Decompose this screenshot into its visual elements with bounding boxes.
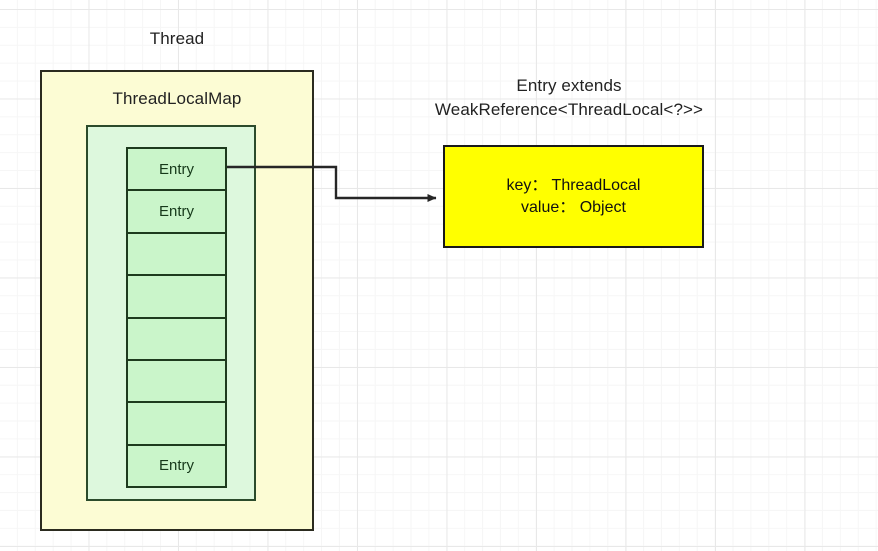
entry-key-line: key： ThreadLocal — [506, 176, 641, 194]
threadlocalmap-label: ThreadLocalMap — [112, 89, 242, 108]
entry-caption-line-2: WeakReference<ThreadLocal<?>> — [434, 100, 704, 119]
entry-slot-column: Entry Entry Entry — [126, 147, 227, 488]
entry-slot — [126, 316, 227, 361]
entry-detail-box: key： ThreadLocal value： Object — [443, 145, 704, 248]
entry-slot — [126, 358, 227, 404]
entry-slot — [126, 401, 227, 446]
entry-slot — [126, 274, 227, 319]
entry-slot — [126, 231, 227, 277]
entry-value-line: value： Object — [521, 198, 626, 216]
thread-label: Thread — [149, 29, 205, 48]
entry-caption-line-1: Entry extends — [516, 76, 622, 95]
entry-slot: Entry — [126, 443, 227, 488]
entry-slot: Entry — [126, 147, 227, 192]
entry-caption: Entry extends WeakReference<ThreadLocal<… — [399, 74, 739, 122]
entry-slot: Entry — [126, 189, 227, 234]
